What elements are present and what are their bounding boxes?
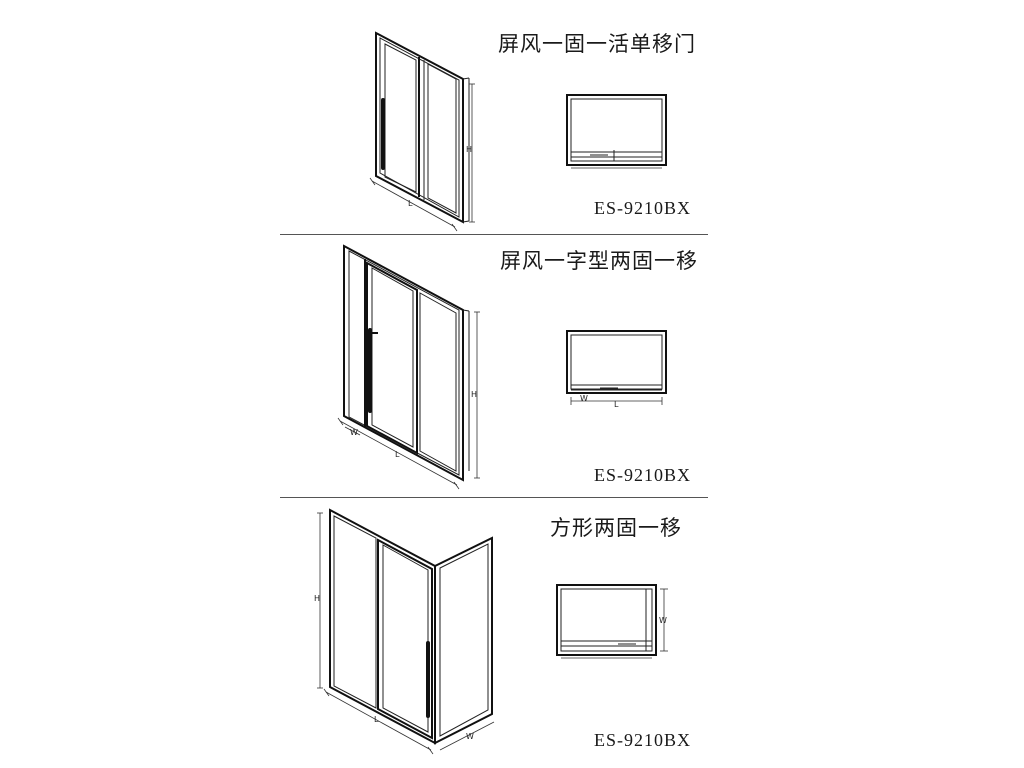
divider-1 [280,234,708,235]
height-mark: H [466,145,472,154]
section-2-plan-view: L W [566,330,667,409]
section-1-title: 屏风一固一活单移门 [498,32,696,56]
section-2-perspective-drawing: H L W [337,244,480,490]
section-3: 方形两固一移 H L W W [0,498,1024,768]
section-1-model-number: ES-9210BX [594,198,692,218]
length-mark: L [374,715,379,724]
section-2: 屏风一字型两固一移 H L W [0,235,1024,497]
section-3-title: 方形两固一移 [550,516,682,540]
section-1-perspective-drawing: H L [369,31,475,232]
width-mark: W [350,428,358,437]
height-mark: H [314,594,320,603]
width-mark: W [466,732,474,741]
section-3-plan-view: W [556,584,668,659]
section-2-title: 屏风一字型两固一移 [500,249,698,273]
length-mark: L [395,450,400,459]
plan-width-mark: W [580,394,588,403]
section-2-model-number: ES-9210BX [594,465,692,485]
plan-width-mark: W [659,616,667,625]
section-3-perspective-drawing: H L W [314,508,495,755]
divider-2 [280,497,708,498]
section-1-plan-view [566,94,667,169]
length-mark: L [408,199,413,208]
plan-length-mark: L [614,400,619,409]
section-1: 屏风一固一活单移门 H L ES-9210BX [0,0,1024,235]
height-mark: H [471,390,477,399]
section-3-model-number: ES-9210BX [594,730,692,750]
